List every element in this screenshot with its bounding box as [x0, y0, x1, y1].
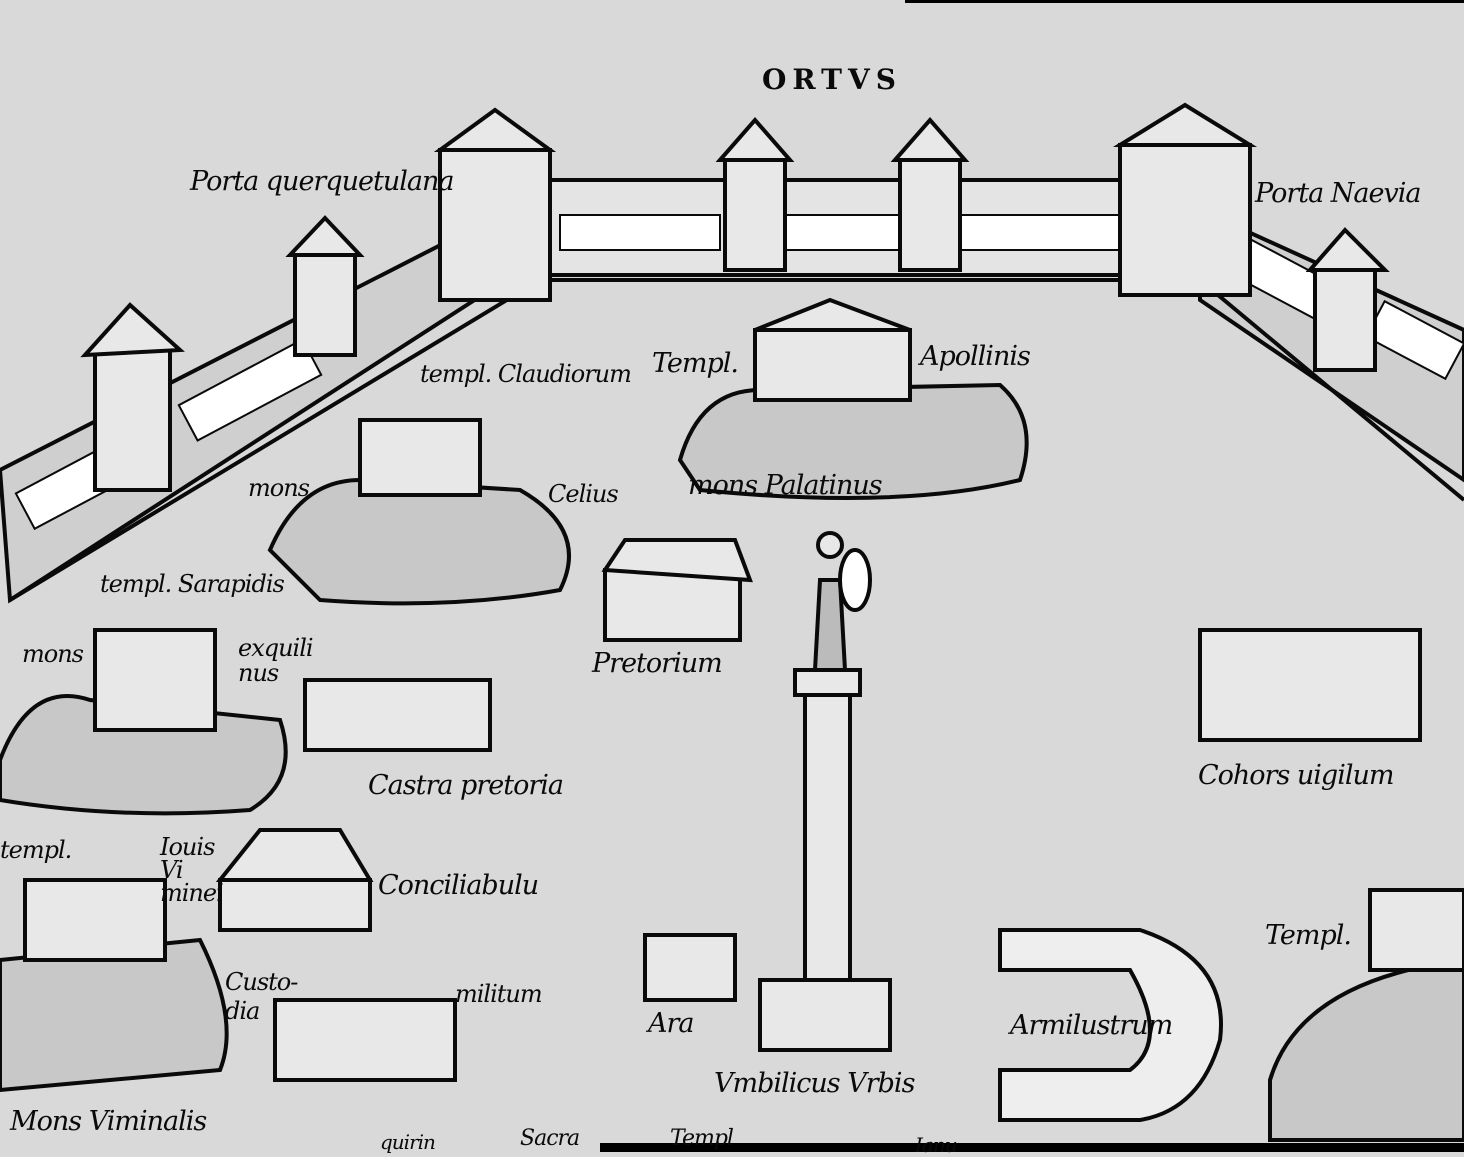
inner-wall-line	[8, 278, 1464, 602]
label-templ-right: Templ.	[1265, 920, 1352, 951]
label-templ-sarapidis: templ. Sarapidis	[100, 570, 285, 598]
label-mons-celius-a: mons	[248, 474, 310, 502]
bottom-edge-bar	[600, 1143, 1464, 1152]
cohors	[1198, 628, 1422, 742]
label-custodia: Custo- dia	[225, 968, 298, 1025]
label-templ-apollinis-a: Templ.	[652, 348, 739, 379]
label-mons-celius-b: Celius	[548, 480, 619, 508]
map-title-ortus: ORTVS	[762, 63, 902, 96]
label-armilustrum: Armilustrum	[1010, 1010, 1173, 1041]
hills	[0, 382, 1464, 1142]
buildings	[23, 297, 1464, 1082]
label-ara: Ara	[648, 1008, 695, 1039]
temple-serapis	[93, 628, 217, 732]
label-cohors-uigilum: Cohors uigilum	[1198, 760, 1394, 791]
temple-jupiter	[23, 878, 167, 962]
temple-claudius	[358, 418, 482, 497]
temple-apollo	[753, 328, 912, 402]
label-mons-exquilinus-b: exquili nus	[238, 634, 314, 688]
label-mons-viminalis: Mons Viminalis	[10, 1106, 207, 1137]
label-mons-palatinus: mons Palatinus	[688, 470, 883, 501]
umbilicus-column	[758, 531, 892, 1052]
custodia	[273, 998, 457, 1082]
praetorium	[603, 568, 742, 642]
wall-arches	[14, 214, 1464, 531]
temple-right	[1368, 888, 1464, 972]
label-ianu: Ianu	[915, 1133, 958, 1157]
towers	[80, 102, 1390, 492]
label-porta-querquetulana: Porta querquetulana	[190, 166, 454, 197]
conciliabulum	[218, 878, 372, 932]
label-castra-pretoria: Castra pretoria	[368, 770, 564, 801]
label-sacra: Sacra	[520, 1126, 580, 1151]
label-templ-iouis-a: templ.	[0, 836, 72, 864]
armilustrum-arena	[998, 928, 1223, 1122]
label-umbilicus-urbis: Vmbilicus Vrbis	[714, 1068, 915, 1099]
altar	[643, 933, 737, 1002]
label-pretorium: Pretorium	[592, 648, 723, 679]
label-porta-naevia: Porta Naevia	[1255, 178, 1421, 209]
castra-pretoria	[303, 678, 492, 752]
label-militum: militum	[455, 980, 543, 1008]
label-templ-apollinis-b: Apollinis	[920, 341, 1031, 372]
label-templ-iouis-b: Iouis Vi minei	[160, 833, 224, 907]
label-templ-bottom: Templ	[670, 1126, 734, 1151]
label-templ-claudiorum: templ. Claudiorum	[420, 360, 632, 388]
top-edge-bar	[905, 0, 1464, 3]
label-quirin: quirin	[380, 1130, 436, 1154]
label-mons-exquilinus-a: mons	[22, 640, 84, 668]
label-conciliabulum: Conciliabulu	[378, 870, 539, 901]
